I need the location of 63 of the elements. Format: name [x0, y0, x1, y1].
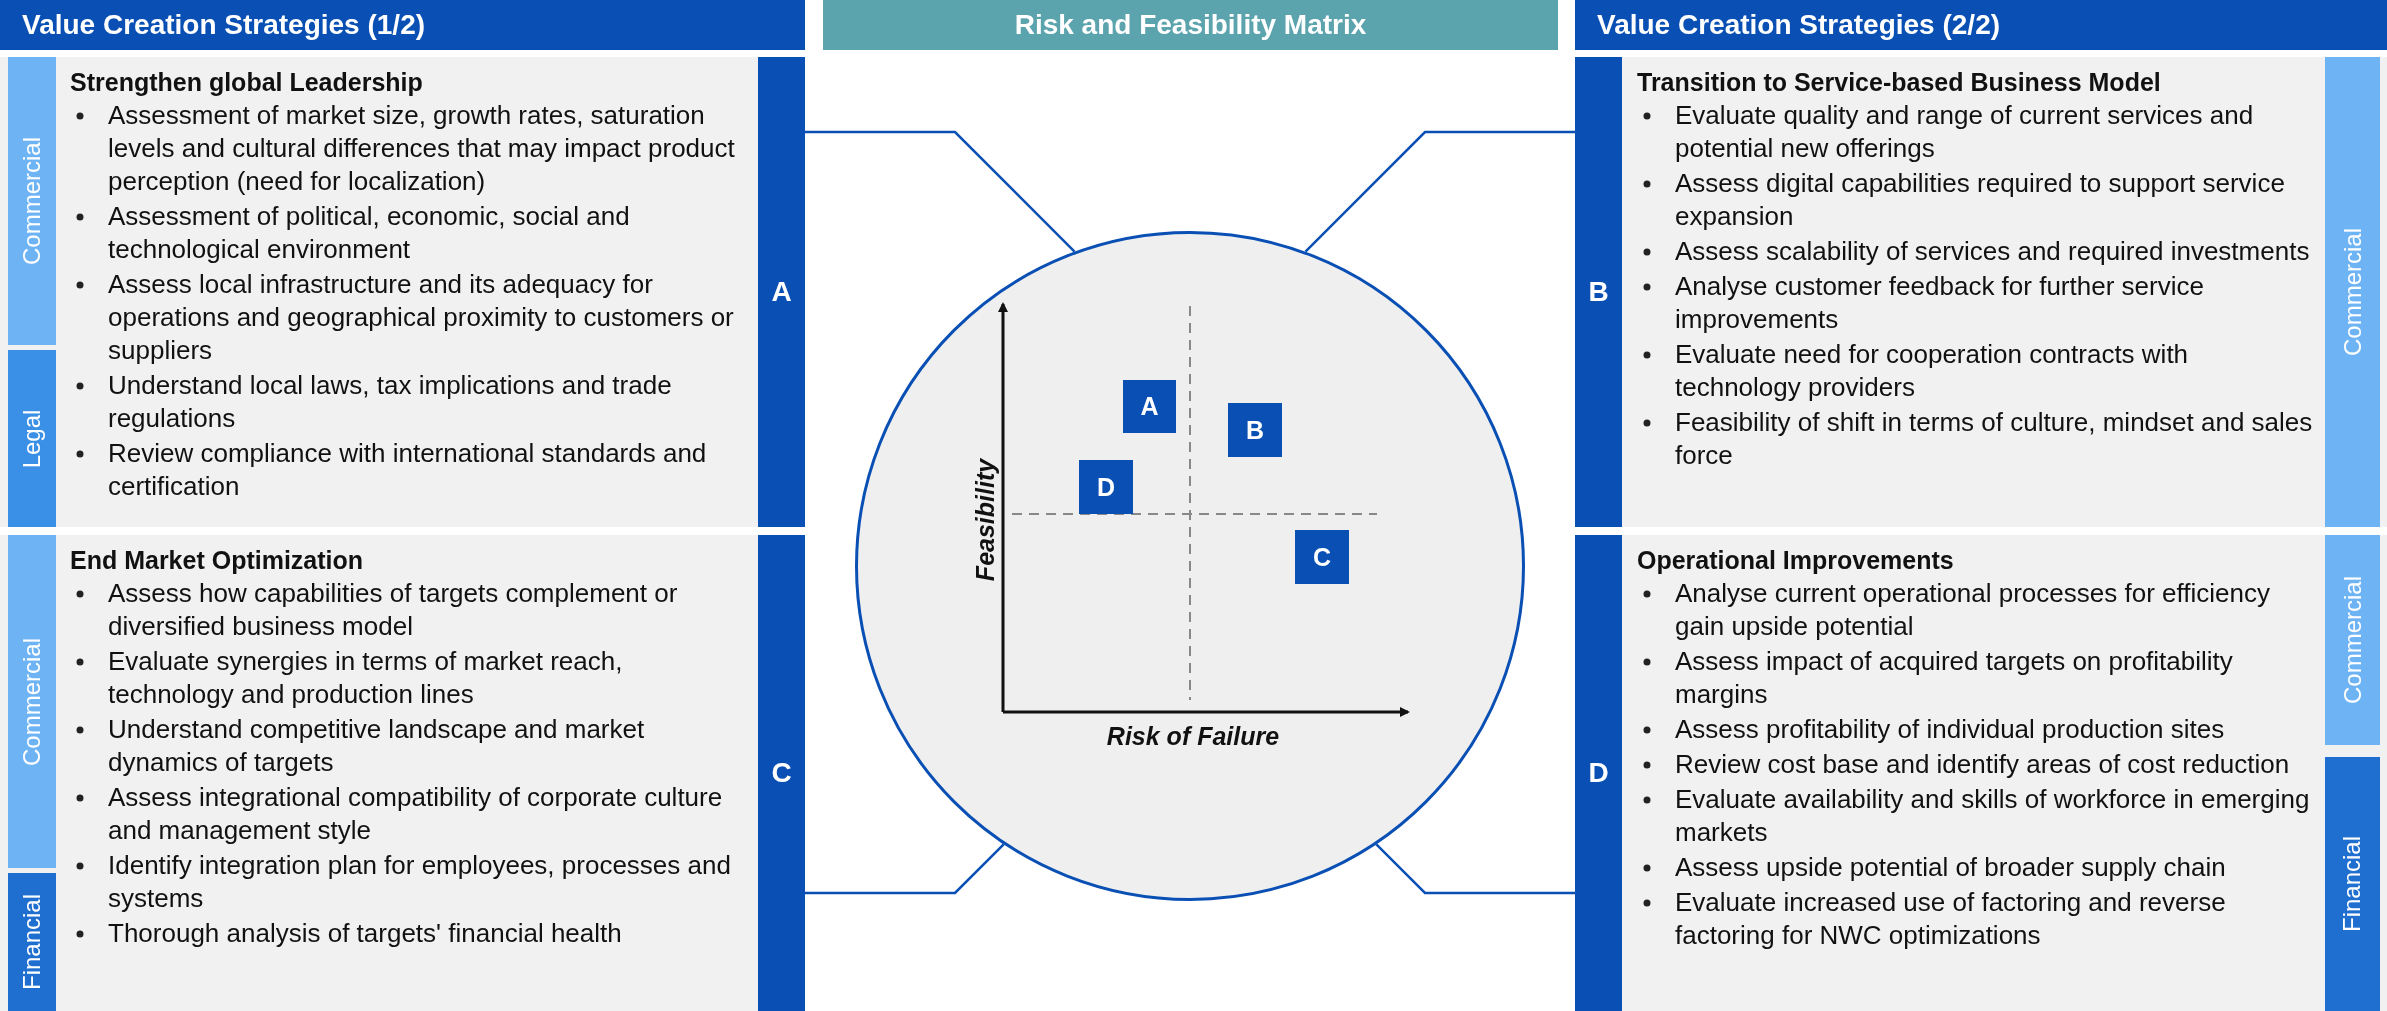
bullet-text: Review compliance with international standards and certification	[108, 438, 707, 501]
bullet-text: Understand local laws, tax implications and trade regulations	[108, 370, 672, 433]
matrix-marker: D	[1079, 460, 1133, 514]
section-header: Value Creation Strategies (1/2)	[0, 0, 805, 50]
bullet-text: Assess profitability of individual production sites	[1675, 714, 2225, 744]
tab-label: Commercial	[2338, 228, 2367, 356]
card-heading: Operational Improvements	[1637, 545, 1955, 576]
section-header: Risk and Feasibility Matrix	[823, 0, 1558, 50]
axis-label: Risk of Failure	[1106, 721, 1280, 751]
bullet-text: Evaluate need for cooperation contracts with technology providers	[1675, 339, 2189, 402]
bullet-text: Evaluate availability and skills of workforce in emerging markets	[1675, 784, 2310, 847]
matrix-marker: B	[1228, 403, 1282, 457]
matrix-marker: C	[1295, 530, 1349, 584]
card-background	[1575, 57, 2387, 527]
bullet-text: Review cost base and identify areas of cost reduction	[1675, 749, 2290, 779]
category-tab	[2325, 57, 2380, 527]
tab-label: Commercial	[18, 637, 46, 766]
bullet-text: Evaluate quality and range of current services and potential new offerings	[1675, 100, 2254, 163]
bullet-text: Identify integration plan for employees, processes and systems	[108, 850, 731, 913]
bullet-text: Analyse customer feedback for further service improvements	[1675, 271, 2204, 334]
axis-label: Feasibility	[970, 458, 1000, 582]
bullet-text: Assessment of market size, growth rates, saturation levels and cultural differences that may impact product perception (need for localization)	[108, 100, 735, 196]
bullet-text: Evaluate synergies in terms of market reach, technology and production lines	[108, 646, 623, 709]
connector-line	[1304, 130, 1575, 253]
card-background	[1575, 535, 2387, 1011]
category-tab	[2325, 535, 2380, 745]
category-tab	[2325, 757, 2380, 1011]
tab-label: Financial	[2338, 836, 2367, 932]
tab-label: Commercial	[2338, 576, 2367, 704]
bullet-text: Assess integrational compatibility of corporate culture and management style	[108, 782, 723, 845]
letter-bar: A	[758, 57, 805, 527]
card-background	[0, 535, 805, 1011]
connector-line	[805, 843, 1005, 895]
card-heading: End Market Optimization	[70, 545, 365, 576]
category-tab	[8, 350, 56, 527]
tab-label: Legal	[18, 409, 46, 468]
category-tab	[8, 57, 56, 345]
letter-bar: C	[758, 535, 805, 1011]
tab-label: Commercial	[18, 137, 46, 265]
bullet-text: Assessment of political, economic, social and technological environment	[108, 201, 630, 264]
tab-label: Financial	[18, 894, 46, 990]
bullet-text: Feasibility of shift in terms of culture, mindset and sales force	[1675, 407, 2313, 470]
letter-bar: D	[1575, 535, 1622, 1011]
bullet-text: Understand competitive landscape and market dynamics of targets	[108, 714, 645, 777]
letter-bar: B	[1575, 57, 1622, 527]
category-tab	[8, 873, 56, 1011]
bullet-text: Thorough analysis of targets' financial health	[108, 918, 622, 948]
bullet-text: Assess digital capabilities required to support service expansion	[1675, 168, 2285, 231]
bullet-text: Assess scalability of services and required investments	[1675, 236, 2310, 266]
bullet-text: Analyse current operational processes for efficiency gain upside potential	[1675, 578, 2270, 641]
matrix-marker: A	[1123, 380, 1176, 433]
category-tab	[8, 535, 56, 868]
connector-line	[805, 130, 1076, 253]
card-heading: Transition to Service-based Business Model	[1637, 67, 2162, 98]
bullet-text: Evaluate increased use of factoring and reverse factoring for NWC optimizations	[1675, 887, 2226, 950]
connector-line	[1375, 843, 1575, 895]
bullet-text: Assess upside potential of broader supply chain	[1675, 852, 2226, 882]
section-header: Value Creation Strategies (2/2)	[1575, 0, 2387, 50]
card-heading: Strengthen global Leadership	[70, 67, 424, 98]
bullet-text: Assess how capabilities of targets complement or diversified business model	[108, 578, 678, 641]
bullet-text: Assess local infrastructure and its adequacy for operations and geographical proximity to customers or suppliers	[108, 269, 734, 365]
card-background	[0, 57, 805, 527]
bullet-text: Assess impact of acquired targets on profitability margins	[1675, 646, 2233, 709]
